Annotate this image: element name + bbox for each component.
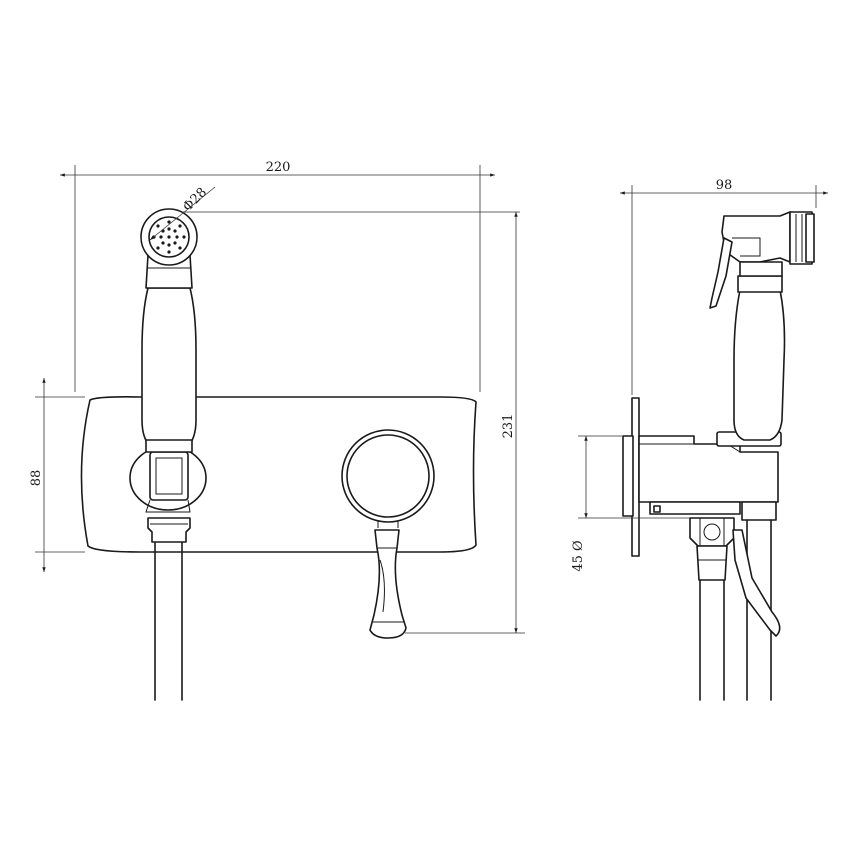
- side-dimensions: 98 45 Ø: [571, 178, 828, 572]
- wall-plate: [80, 396, 477, 553]
- spray-head-inner: [148, 216, 190, 258]
- front-view: [80, 208, 477, 701]
- mixer-lever: [369, 529, 407, 639]
- spray-holes: [152, 220, 186, 254]
- trigger-lever: [709, 237, 733, 309]
- dim-body-diameter: 45 Ø: [571, 540, 586, 571]
- outlet-nut: [689, 517, 735, 547]
- side-spray-handle: [733, 289, 786, 441]
- side-view: [622, 211, 815, 701]
- side-spray-head: [721, 211, 791, 263]
- mixer-knob-outer: [341, 429, 435, 523]
- dim-overall-height: 231: [501, 414, 516, 439]
- dim-nozzle-diameter: Φ28: [180, 185, 210, 215]
- dim-overall-width: 220: [266, 160, 291, 175]
- dim-side-depth: 98: [716, 178, 733, 193]
- spray-handle: [141, 287, 197, 449]
- dim-plate-height: 88: [29, 470, 44, 487]
- side-lever: [732, 529, 781, 637]
- mixer-knob-inner: [346, 434, 430, 518]
- hose-connector: [147, 517, 191, 543]
